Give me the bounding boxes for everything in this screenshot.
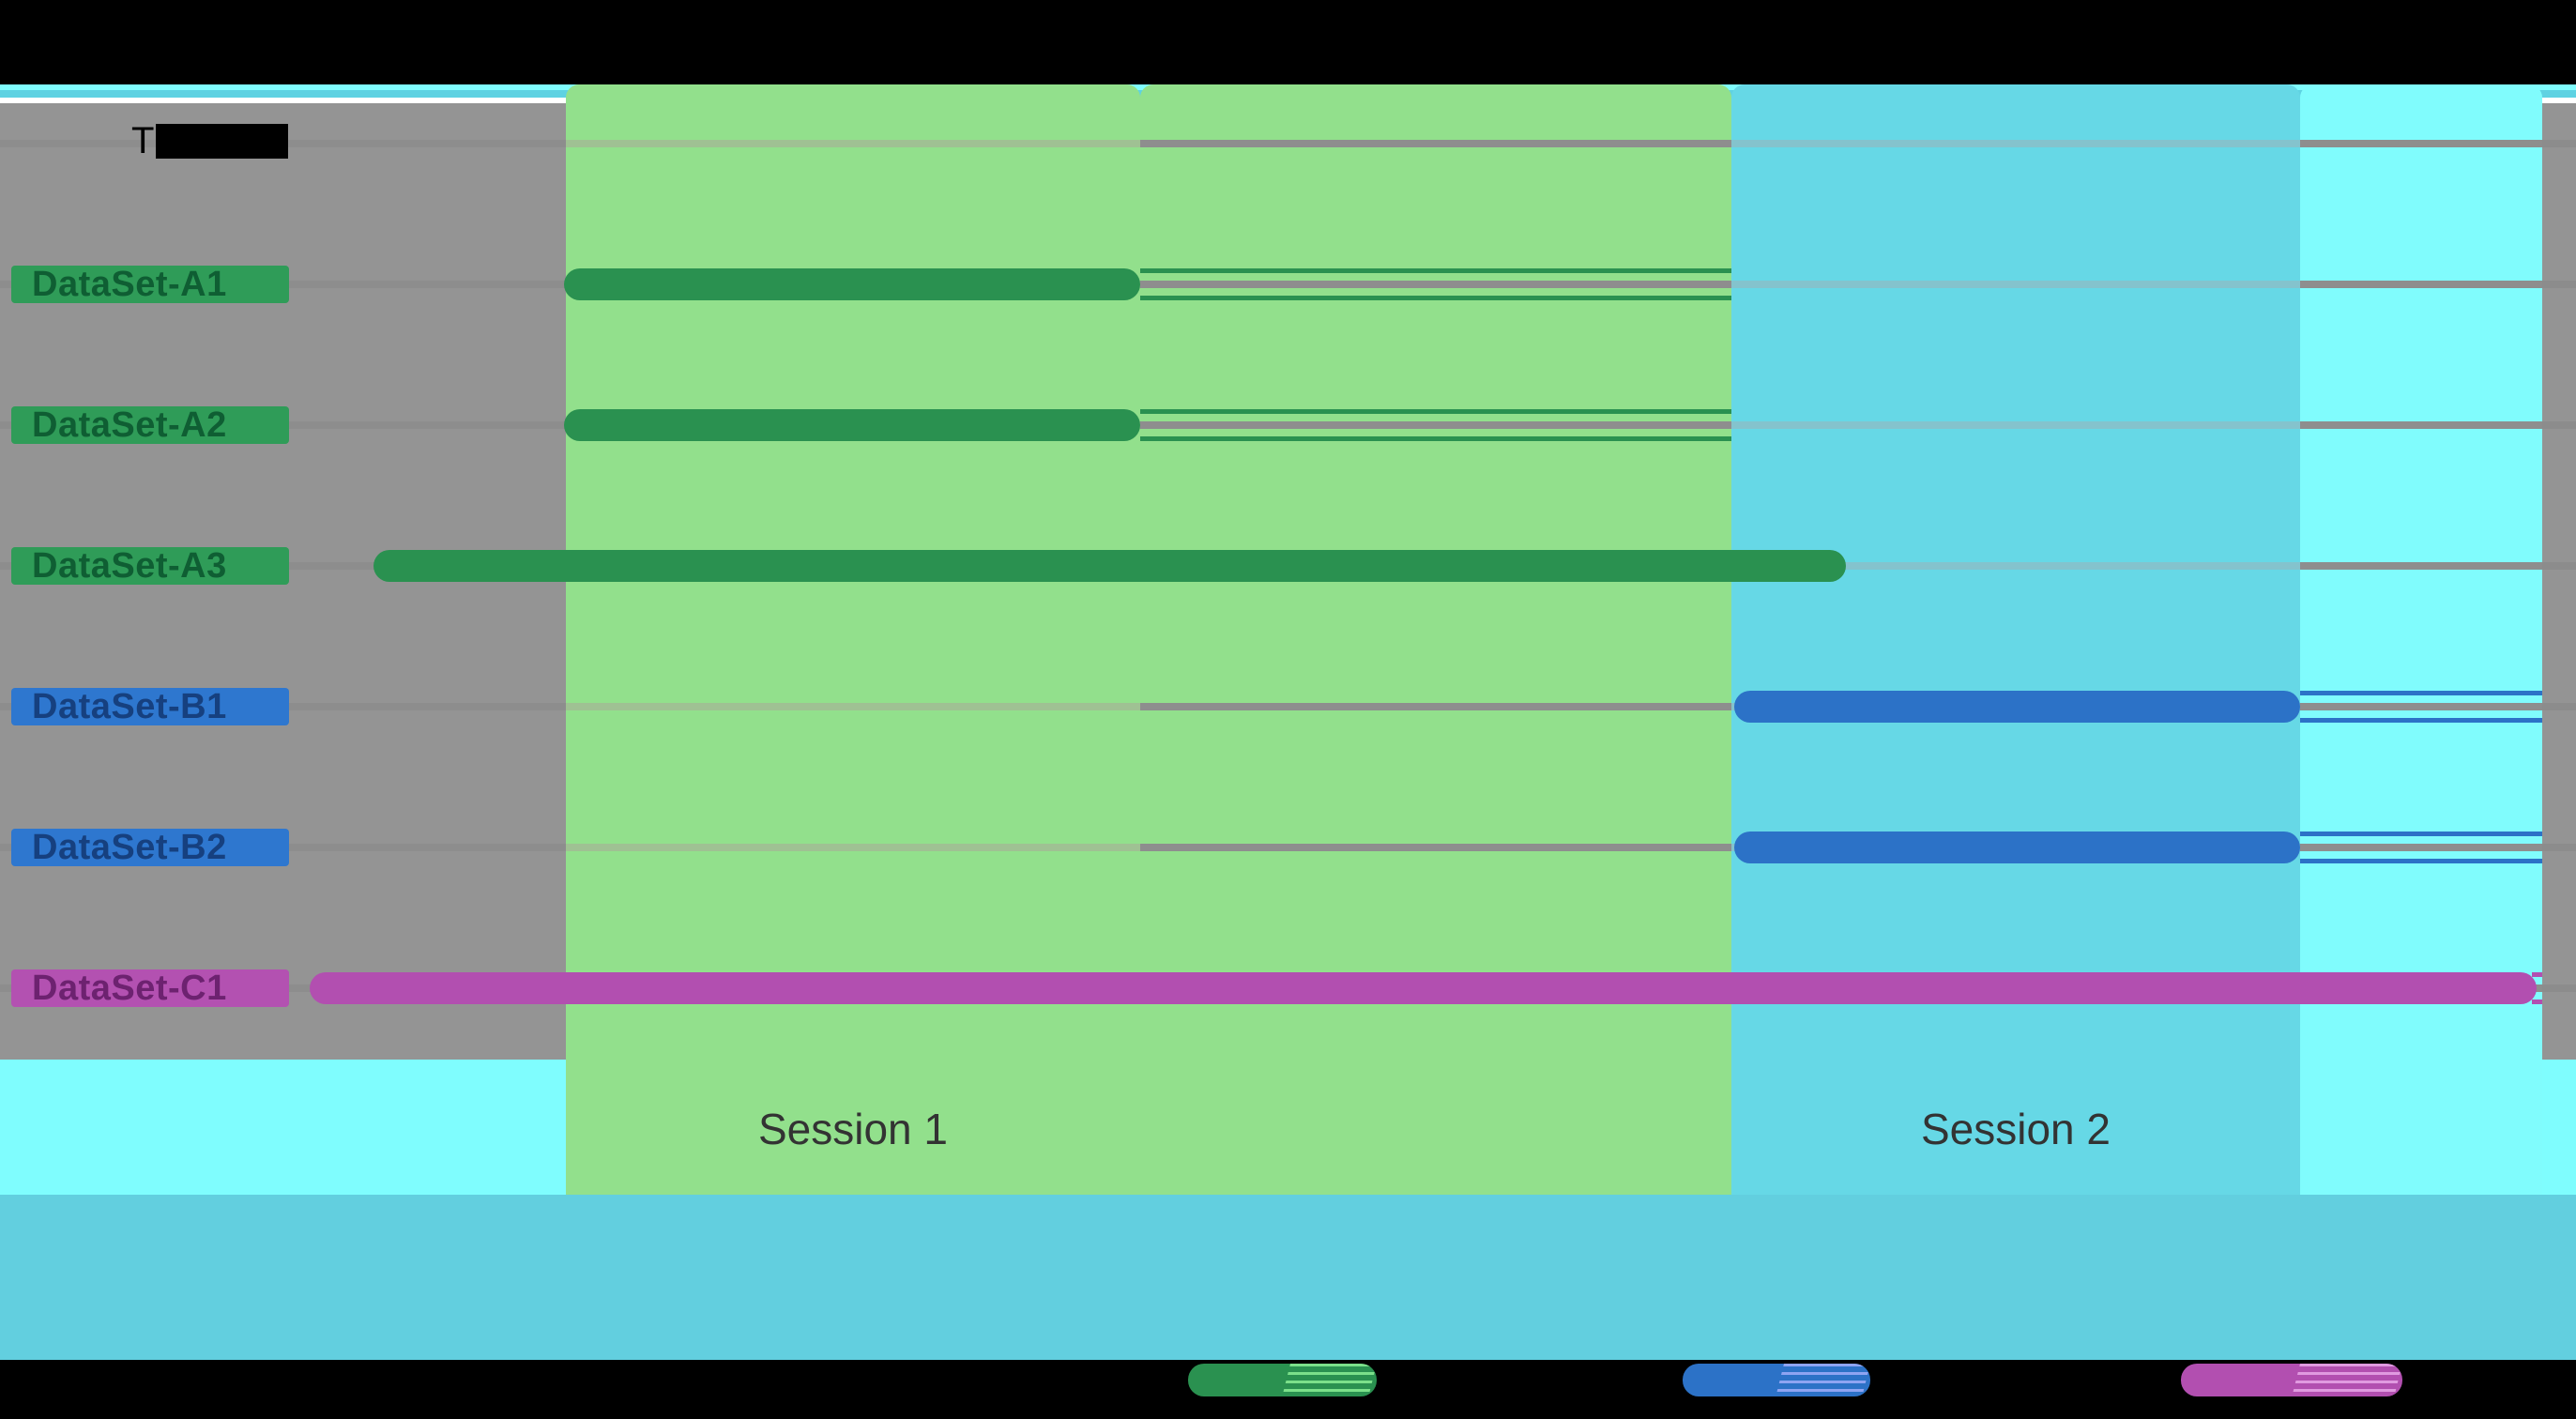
task-bar-row-1: [564, 268, 1140, 300]
row-5-track-segment-5: [2542, 844, 2576, 851]
row-5-track-segment-2: [1140, 844, 1731, 851]
task-bar-row-4: [1734, 691, 2300, 723]
chart-title: T: [131, 120, 154, 161]
row-label-dataset-a2: DataSet-A2: [11, 406, 289, 444]
legend-swatch-b: [1683, 1364, 1870, 1396]
legend-swatch-a: [1188, 1364, 1377, 1396]
row-4-track-segment-2: [1140, 703, 1731, 710]
task-bar-tail-row-2: [1140, 409, 1731, 441]
row-label-dataset-a1: DataSet-A1: [11, 266, 289, 303]
row-5-track-segment-1: [566, 844, 1140, 851]
title-redaction-box: [156, 124, 288, 159]
legend-swatch-stripes-a: [1281, 1364, 1377, 1396]
session-2-text: Session 2: [1920, 1105, 2111, 1153]
row-0-track-segment-2: [1140, 140, 1731, 147]
row-2-track-segment-3: [1731, 421, 2300, 429]
row-6-track-segment-5: [2542, 984, 2576, 992]
row-4-track-segment-5: [2542, 703, 2576, 710]
session-1-label: Session 1: [566, 1100, 1140, 1158]
row-label-dataset-a3: DataSet-A3: [11, 547, 289, 585]
row-label-dataset-b2: DataSet-B2: [11, 829, 289, 866]
session-2-label: Session 2: [1731, 1100, 2300, 1158]
row-2-track-segment-5: [2542, 421, 2576, 429]
row-0-track-segment-3: [1731, 140, 2300, 147]
row-3-track-segment-4: [2300, 562, 2542, 570]
footer-band: [0, 1195, 2576, 1360]
row-label-dataset-c1: DataSet-C1: [11, 969, 289, 1007]
row-4-track-segment-4: [2300, 703, 2542, 710]
task-bar-row-3: [373, 550, 1846, 582]
row-1-track-segment-4: [2300, 281, 2542, 288]
row-0-track-segment-4: [2300, 140, 2542, 147]
row-5-track-segment-4: [2300, 844, 2542, 851]
row-4-track-segment-1: [566, 703, 1140, 710]
task-bar-row-2: [564, 409, 1140, 441]
row-1-track-segment-5: [2542, 281, 2576, 288]
task-bar-row-5: [1734, 832, 2300, 863]
legend-swatch-c: [2181, 1364, 2402, 1396]
session-band-4: [2300, 84, 2542, 1195]
session-band-3: [1731, 84, 2300, 1195]
row-1-track-segment-2: [1140, 281, 1731, 288]
task-bar-tail-row-5: [2300, 832, 2542, 863]
chart-title-visible-text: T: [131, 120, 155, 161]
row-1-track-segment-3: [1731, 281, 2300, 288]
row-3-track-segment-5: [2542, 562, 2576, 570]
legend-swatch-stripes-c: [2292, 1364, 2402, 1396]
row-label-dataset-b1: DataSet-B1: [11, 688, 289, 725]
row-2-track-segment-2: [1140, 421, 1731, 429]
legend-swatch-stripes-b: [1776, 1364, 1870, 1396]
task-bar-row-6: [310, 972, 2537, 1004]
task-bar-tail-row-1: [1140, 268, 1731, 300]
task-bar-tail-row-6: [2532, 972, 2542, 1004]
task-bar-tail-row-4: [2300, 691, 2542, 723]
top-black-bar: [0, 0, 2576, 84]
row-0-track-segment-1: [566, 140, 1140, 147]
row-0-track-segment-5: [2542, 140, 2576, 147]
session-1-text: Session 1: [757, 1105, 948, 1153]
row-3-track-segment-3: [1731, 562, 2300, 570]
row-2-track-segment-4: [2300, 421, 2542, 429]
